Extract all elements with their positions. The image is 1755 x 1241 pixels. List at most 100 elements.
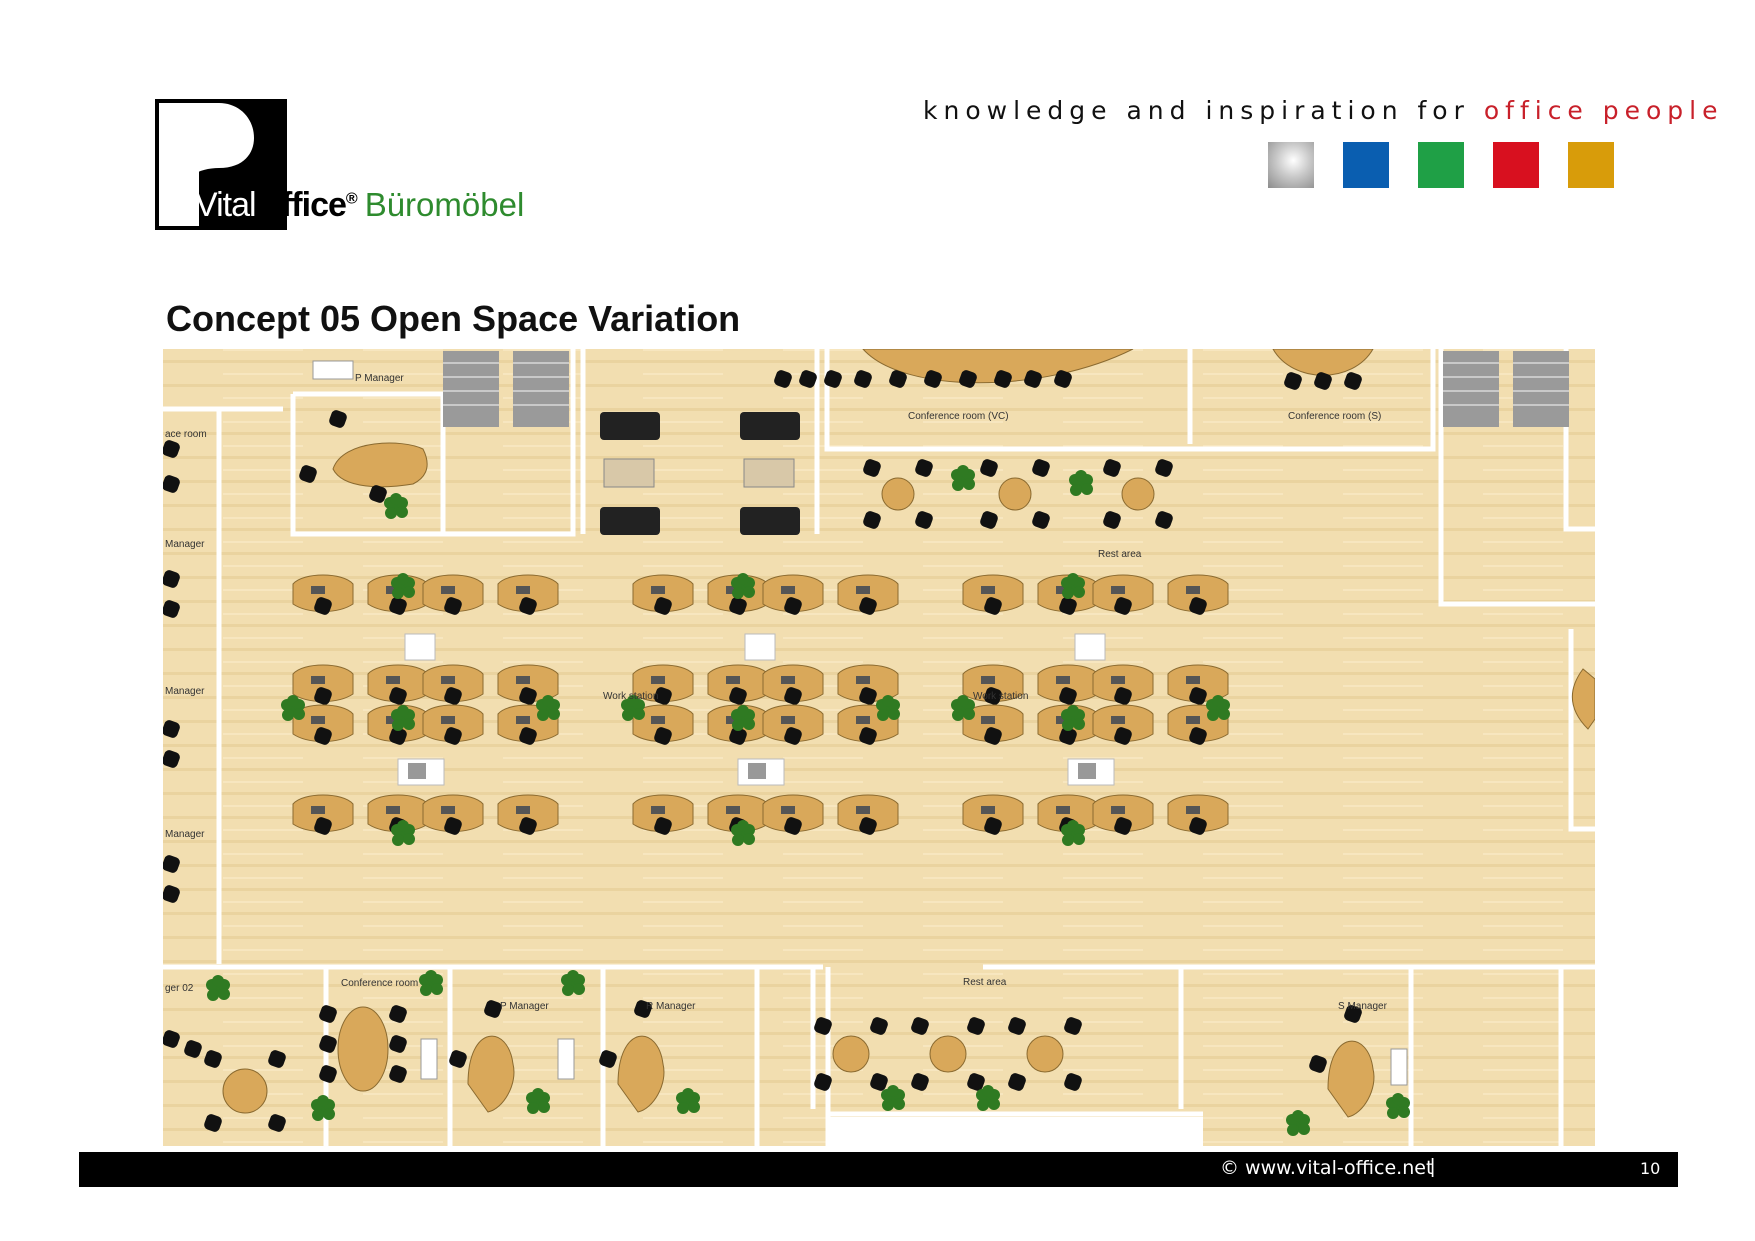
room-label: Manager bbox=[165, 686, 205, 697]
monitor-icon bbox=[651, 716, 665, 724]
workstation-desk bbox=[762, 664, 824, 705]
cabinet bbox=[1074, 633, 1106, 661]
plant-leaf bbox=[963, 478, 975, 490]
chair-icon bbox=[163, 1030, 180, 1048]
chair-icon bbox=[967, 1073, 985, 1091]
plant-leaf bbox=[287, 695, 299, 707]
workstation-desk bbox=[837, 664, 899, 705]
chair-icon bbox=[959, 370, 977, 388]
chair-icon bbox=[1189, 597, 1207, 615]
manager-desk bbox=[617, 1035, 665, 1113]
chair-icon bbox=[799, 370, 817, 388]
workstation-desk bbox=[962, 794, 1024, 835]
chair-icon bbox=[268, 1050, 286, 1068]
chair-icon bbox=[389, 597, 407, 615]
chair-icon bbox=[1103, 459, 1121, 477]
plant-icon bbox=[731, 705, 755, 731]
workstation-desk bbox=[292, 574, 354, 615]
plant-leaf bbox=[537, 709, 549, 721]
workstation-desk bbox=[422, 664, 484, 705]
chair-icon bbox=[915, 511, 933, 529]
plant-leaf bbox=[963, 708, 975, 720]
plant-leaf bbox=[1062, 587, 1074, 599]
chair-icon bbox=[329, 410, 347, 428]
chair-icon bbox=[184, 1040, 202, 1058]
chair-icon bbox=[319, 1005, 337, 1023]
plant-leaf bbox=[542, 695, 554, 707]
chair-icon bbox=[824, 370, 842, 388]
tagline: knowledge and inspiration for office peo… bbox=[923, 96, 1724, 125]
plant-leaf bbox=[1287, 1124, 1299, 1136]
chair-icon bbox=[1032, 511, 1050, 529]
chair-icon bbox=[389, 687, 407, 705]
plant-leaf bbox=[627, 695, 639, 707]
plant-leaf bbox=[887, 1085, 899, 1097]
workstation-desk bbox=[292, 664, 354, 705]
plant-leaf bbox=[732, 834, 744, 846]
room-label: Conference room (S) bbox=[1288, 411, 1381, 422]
chair-icon bbox=[859, 597, 877, 615]
monitor-icon bbox=[311, 586, 325, 594]
footer-copyright-link[interactable]: © www.vital-office.net bbox=[1220, 1157, 1434, 1179]
plant-icon bbox=[281, 695, 305, 721]
plant-leaf bbox=[390, 493, 402, 505]
chair-icon bbox=[299, 465, 317, 483]
page-title: Concept 05 Open Space Variation bbox=[166, 298, 741, 339]
plant-icon bbox=[976, 1085, 1000, 1111]
chair-icon bbox=[1032, 459, 1050, 477]
monitor-icon bbox=[1186, 586, 1200, 594]
monitor-icon bbox=[1056, 716, 1070, 724]
printer-icon bbox=[748, 763, 766, 779]
room-label: Manager bbox=[165, 829, 205, 840]
workstation-desk bbox=[707, 664, 769, 705]
chair-icon bbox=[1155, 511, 1173, 529]
round-table bbox=[998, 477, 1032, 511]
plant-leaf bbox=[1062, 834, 1074, 846]
plant-icon bbox=[419, 970, 443, 996]
chair-icon bbox=[859, 687, 877, 705]
chair-icon bbox=[1114, 687, 1132, 705]
workstation-desk bbox=[632, 704, 694, 745]
monitor-icon bbox=[1056, 806, 1070, 814]
chair-icon bbox=[863, 511, 881, 529]
room-label: Work station bbox=[603, 691, 658, 702]
logo-registered: ® bbox=[345, 190, 358, 208]
chair-icon bbox=[1344, 372, 1362, 390]
room-label: R Manager bbox=[646, 1001, 696, 1012]
printer-icon bbox=[408, 763, 426, 779]
chair-icon bbox=[1189, 687, 1207, 705]
cabinet bbox=[1390, 1048, 1408, 1086]
cabinet bbox=[557, 1038, 575, 1080]
chair-icon bbox=[444, 727, 462, 745]
plant-leaf bbox=[737, 820, 749, 832]
plant-icon bbox=[731, 820, 755, 846]
chair-icon bbox=[389, 1065, 407, 1083]
chair-icon bbox=[599, 1050, 617, 1068]
round-table bbox=[1121, 477, 1155, 511]
workstation-desk bbox=[632, 794, 694, 835]
plant-icon bbox=[676, 1088, 700, 1114]
footer-separator: | bbox=[1430, 1156, 1436, 1178]
room-label: S Manager bbox=[1338, 1001, 1388, 1012]
chair-icon bbox=[924, 370, 942, 388]
chair-icon bbox=[984, 817, 1002, 835]
chair-icon bbox=[654, 597, 672, 615]
workstation-desk bbox=[962, 574, 1024, 615]
chair-icon bbox=[519, 687, 537, 705]
workstation-desk bbox=[497, 664, 559, 705]
plant-leaf bbox=[882, 1099, 894, 1111]
chair-icon bbox=[870, 1017, 888, 1035]
chair-icon bbox=[915, 459, 933, 477]
chair-icon bbox=[1309, 1055, 1327, 1073]
plant-leaf bbox=[732, 587, 744, 599]
workstation-desk bbox=[837, 794, 899, 835]
plant-leaf bbox=[548, 708, 560, 720]
printer-icon bbox=[1078, 763, 1096, 779]
room-label: Work station bbox=[973, 691, 1028, 702]
chair-icon bbox=[654, 817, 672, 835]
chair-icon bbox=[814, 1073, 832, 1091]
swatch-red bbox=[1493, 142, 1539, 188]
monitor-icon bbox=[386, 806, 400, 814]
workstation-desk bbox=[292, 704, 354, 745]
monitor-icon bbox=[651, 806, 665, 814]
